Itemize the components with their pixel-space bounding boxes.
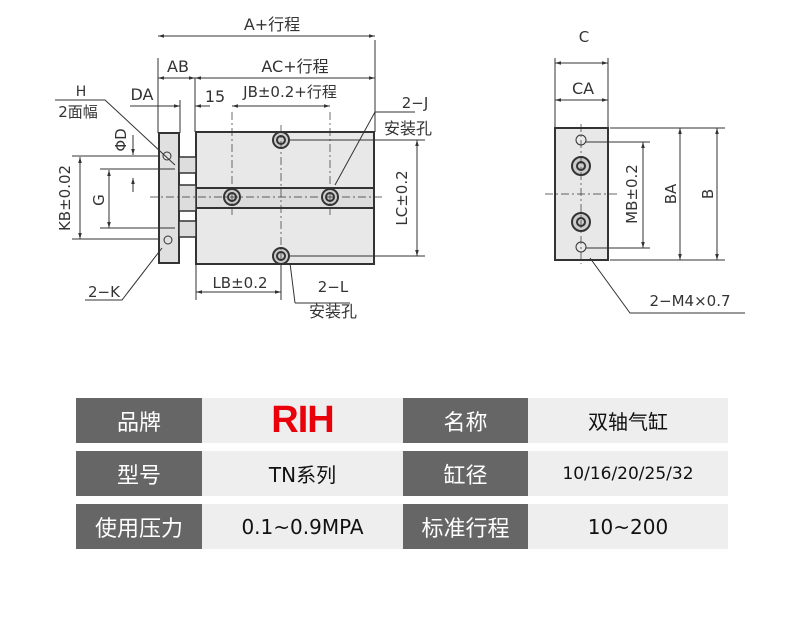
j-holes-label: 安装孔 [384,119,432,138]
dim-ab-label: AB [167,57,189,76]
stroke-label: 标准行程 [403,504,528,549]
dim-ac-label: AC+行程 [261,57,328,76]
dim-15-label: 15 [205,87,225,106]
guide-slot [195,187,375,209]
two-l-label: 2−L [318,278,349,296]
dim-mb-label: MB±0.2 [623,164,641,224]
dim-phid-label: ΦD [112,128,130,151]
two-flats-label: 2面幅 [58,103,98,121]
dim-da-label: DA [131,85,154,104]
dim-lb-label: LB±0.2 [212,274,267,292]
dim-kb-label: KB±0.02 [56,165,74,231]
dim-ba-label: BA [662,183,680,204]
flange-hole [162,151,172,161]
dim-a-label: A+行程 [244,15,300,34]
bore-value: 10/16/20/25/32 [528,451,728,496]
thread-label: 2−M4×0.7 [649,292,730,310]
dim-lc-label: LC±0.2 [393,170,411,225]
l-holes-label: 安装孔 [309,302,357,321]
dim-jb-label: JB±0.2+行程 [242,83,337,101]
pressure-value: 0.1~0.9MPA [202,504,403,549]
dim-g-label: G [90,194,108,206]
flange-hole [163,235,173,245]
name-value: 双轴气缸 [528,398,728,443]
stroke-value: 10~200 [528,504,728,549]
model-value: TN系列 [202,451,403,496]
bore-label: 缸径 [403,451,528,496]
dim-ca-label: CA [572,79,594,98]
brand-logo: RIH [271,399,334,441]
brand-label: 品牌 [76,398,202,443]
dim-b-label: B [699,189,717,199]
two-j-label: 2−J [402,94,429,112]
dim-c-label: C [579,28,589,46]
brand-value: RIH [202,398,403,443]
model-label: 型号 [76,451,202,496]
two-k-label: 2−K [88,283,121,301]
dim-h-label: H [76,84,87,100]
pressure-label: 使用压力 [76,504,202,549]
name-label: 名称 [403,398,528,443]
technical-drawing: A+行程 AB AC+行程 DA 15 JB±0.2+行程 H 2面幅 ΦD K… [55,15,745,321]
